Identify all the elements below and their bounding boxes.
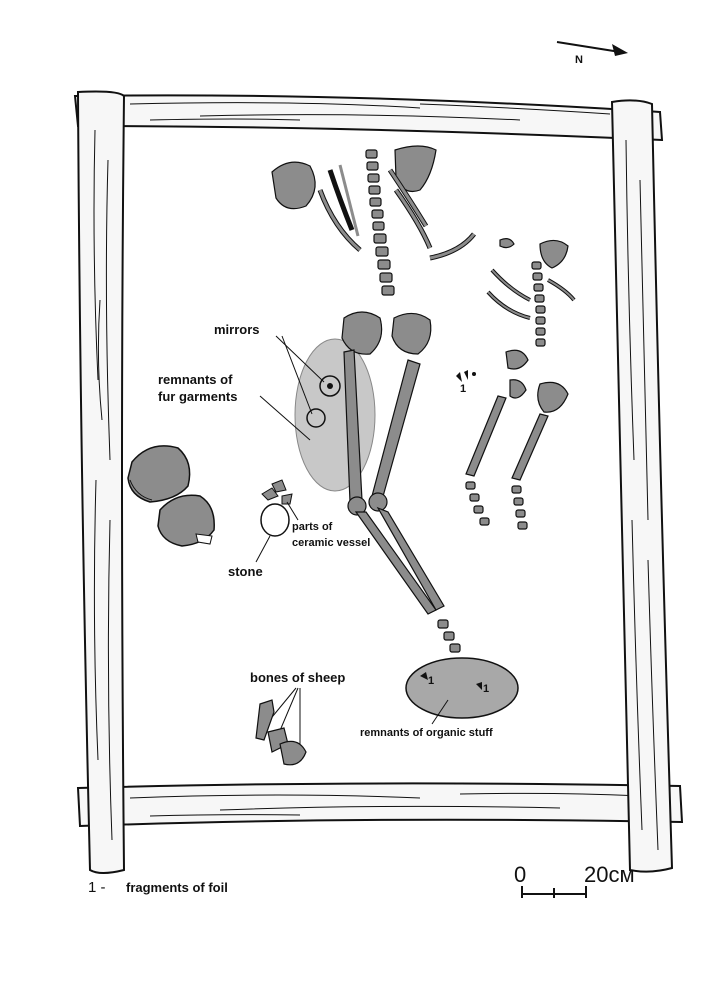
mirror-1	[319, 375, 341, 397]
main-skeleton	[271, 145, 476, 653]
mirrors	[306, 375, 341, 428]
ceramic-vessel-parts	[261, 479, 293, 505]
organic-label: remnants of organic stuff	[360, 727, 493, 739]
skull-1	[127, 445, 191, 503]
scale-max-label: 20см	[584, 862, 635, 887]
legend-number: 1 -	[88, 879, 106, 896]
fur-garment-label-line1: remnants of	[158, 372, 233, 387]
foil-marker-child: 1	[460, 383, 466, 395]
scale-bar: 0 20см	[514, 862, 635, 898]
foil-marker-organic-1: 1	[428, 675, 434, 687]
sheep-bones-label: bones of sheep	[250, 670, 345, 685]
north-label: N	[575, 54, 583, 66]
child-skeleton	[465, 238, 576, 530]
foil-fragments-cluster	[456, 370, 476, 382]
wooden-beam-top	[73, 94, 664, 142]
fur-garment-label-line2: fur garments	[158, 389, 237, 404]
mirror-2	[306, 408, 326, 428]
skull-2	[157, 494, 215, 547]
mirrors-label: mirrors	[214, 322, 260, 337]
foil-marker-organic-2: 1	[483, 683, 489, 695]
wooden-post-right	[610, 99, 674, 873]
wooden-beam-bottom	[76, 782, 684, 828]
sheep-bones	[255, 699, 307, 766]
stone	[260, 503, 290, 537]
organic-remnant	[405, 657, 519, 719]
legend-text: fragments of foil	[126, 880, 228, 895]
north-arrow: N	[556, 41, 628, 66]
ceramic-label-line2: ceramic vessel	[292, 537, 370, 549]
scale-min-label: 0	[514, 862, 526, 887]
ceramic-label-line1: parts of	[292, 521, 333, 533]
wooden-post-left	[76, 90, 126, 874]
stone-label: stone	[228, 564, 263, 579]
